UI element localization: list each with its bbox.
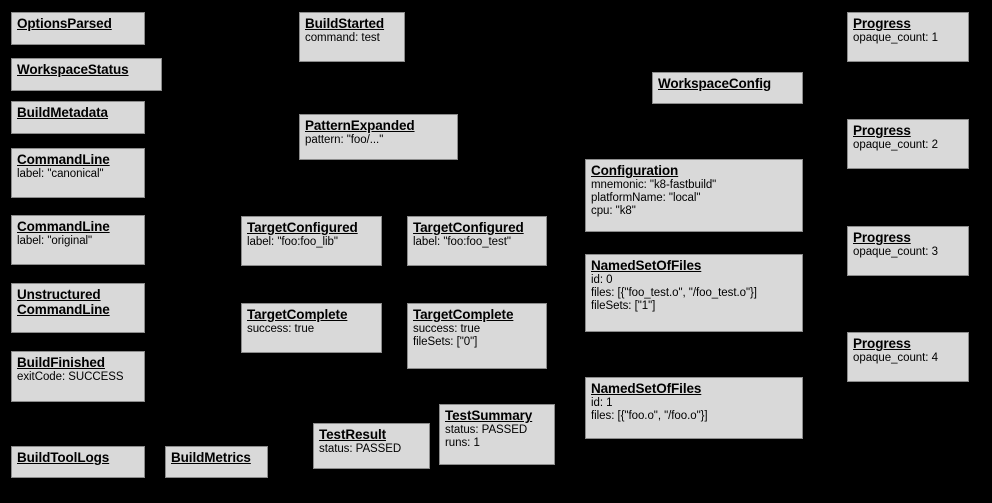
node-fields: status: PASSED: [319, 443, 424, 456]
node-field: command: test: [305, 32, 380, 45]
node-field: label: "foo:foo_test": [413, 236, 511, 249]
node-field: pattern: "foo/...": [305, 134, 384, 147]
node-title: OptionsParsed: [17, 16, 112, 31]
node-title: BuildStarted: [305, 16, 385, 31]
node-build-tool-logs[interactable]: BuildToolLogs: [11, 446, 145, 478]
node-fields: exitCode: SUCCESS: [17, 371, 139, 384]
node-unstructured-command-line[interactable]: Unstructured CommandLine: [11, 283, 145, 333]
node-field: opaque_count: 1: [853, 32, 938, 45]
node-title: WorkspaceConfig: [658, 76, 772, 91]
node-field: fileSets: ["0"]: [413, 335, 478, 348]
node-field: label: "foo:foo_lib": [247, 236, 338, 249]
node-title: BuildMetadata: [17, 105, 108, 120]
node-build-metadata[interactable]: BuildMetadata: [11, 101, 145, 134]
node-field: id: 1: [591, 397, 613, 410]
node-fields: pattern: "foo/...": [305, 134, 452, 147]
node-field: platformName: "local": [591, 191, 701, 204]
node-fields: opaque_count: 4: [853, 352, 963, 365]
node-fields: opaque_count: 3: [853, 246, 963, 259]
node-title: Progress: [853, 230, 911, 245]
node-fields: label: "foo:foo_test": [413, 236, 541, 249]
node-title: BuildFinished: [17, 355, 105, 370]
node-title: TestResult: [319, 427, 387, 442]
node-title: PatternExpanded: [305, 118, 415, 133]
node-title: Progress: [853, 123, 911, 138]
node-title: TestSummary: [445, 408, 533, 423]
node-field: opaque_count: 3: [853, 246, 938, 259]
node-fields: opaque_count: 2: [853, 139, 963, 152]
node-title: BuildMetrics: [171, 450, 251, 465]
node-field: success: true: [413, 323, 481, 336]
node-title: TargetComplete: [247, 307, 348, 322]
node-field: runs: 1: [445, 436, 480, 449]
node-fields: label: "original": [17, 235, 139, 248]
node-build-metrics[interactable]: BuildMetrics: [165, 446, 268, 478]
node-workspace-config[interactable]: WorkspaceConfig: [652, 72, 803, 104]
node-field: success: true: [247, 323, 315, 336]
node-fields: opaque_count: 1: [853, 32, 963, 45]
node-field: exitCode: SUCCESS: [17, 371, 124, 384]
node-fields: label: "canonical": [17, 168, 139, 181]
node-title: TargetConfigured: [413, 220, 524, 235]
node-workspace-status[interactable]: WorkspaceStatus: [11, 58, 162, 91]
node-field: fileSets: ["1"]: [591, 299, 656, 312]
node-title: TargetComplete: [413, 307, 514, 322]
node-title: Unstructured CommandLine: [17, 287, 110, 318]
node-title: Progress: [853, 16, 911, 31]
node-fields: command: test: [305, 32, 399, 45]
node-field: status: PASSED: [445, 424, 528, 437]
node-field: opaque_count: 4: [853, 352, 938, 365]
node-field: status: PASSED: [319, 443, 402, 456]
node-title: CommandLine: [17, 152, 110, 167]
node-title: TargetConfigured: [247, 220, 358, 235]
node-field: files: [{"foo_test.o", "/foo_test.o"}]: [591, 286, 757, 299]
node-title: Progress: [853, 336, 911, 351]
node-field: label: "canonical": [17, 168, 104, 181]
node-title: BuildToolLogs: [17, 450, 110, 465]
node-title: CommandLine: [17, 219, 110, 234]
node-fields: mnemonic: "k8-fastbuild"platformName: "l…: [591, 179, 797, 218]
node-title: WorkspaceStatus: [17, 62, 129, 77]
node-field: label: "original": [17, 235, 93, 248]
node-field: opaque_count: 2: [853, 139, 938, 152]
node-fields: success: true: [247, 323, 376, 336]
node-title: NamedSetOfFiles: [591, 258, 702, 273]
node-field: cpu: "k8": [591, 204, 636, 217]
node-options-parsed[interactable]: OptionsParsed: [11, 12, 145, 45]
node-title: Configuration: [591, 163, 679, 178]
node-fields: label: "foo:foo_lib": [247, 236, 376, 249]
node-field: id: 0: [591, 274, 613, 287]
node-field: files: [{"foo.o", "/foo.o"}]: [591, 409, 708, 422]
node-title: NamedSetOfFiles: [591, 381, 702, 396]
node-field: mnemonic: "k8-fastbuild": [591, 179, 717, 192]
